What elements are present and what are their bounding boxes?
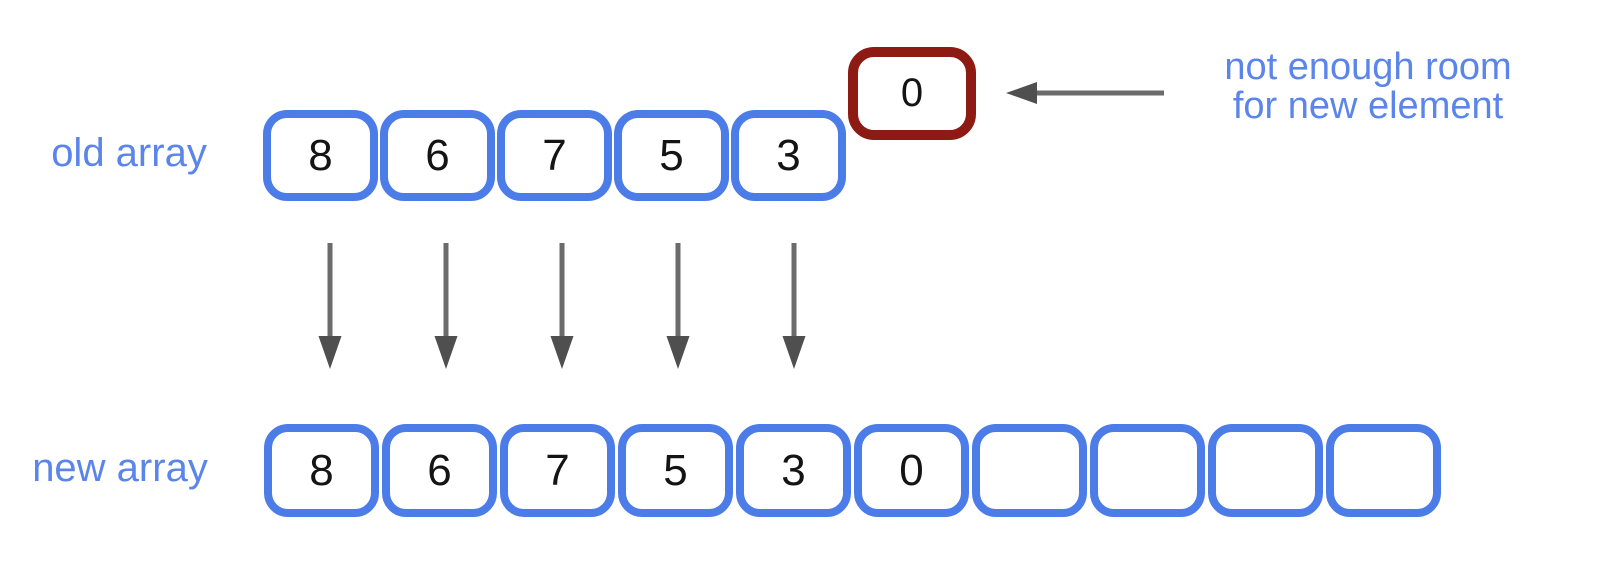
old-array-cell: 6	[380, 110, 495, 201]
annotation-line-1: not enough room	[1224, 46, 1512, 88]
down-arrow-icon	[782, 243, 806, 369]
old-array-cell: 5	[614, 110, 729, 201]
new-array-cell: 7	[500, 424, 615, 517]
left-arrow-icon	[1006, 82, 1164, 104]
annotation-line-2: for new element	[1232, 85, 1504, 127]
new-array-label: new array	[32, 446, 208, 490]
cell-value: 6	[425, 130, 450, 180]
old-array-cell: 7	[497, 110, 612, 201]
new-array-cell: 3	[736, 424, 851, 517]
new-array-cell: 8	[264, 424, 379, 517]
cell-value: 0	[899, 445, 924, 495]
old-array-row: 8 6 7 5 3	[263, 110, 846, 201]
cell-value: 6	[427, 445, 452, 495]
cell-value: 3	[781, 445, 806, 495]
cell-value: 8	[308, 130, 333, 180]
cell-value: 5	[663, 445, 688, 495]
new-array-cell	[1208, 424, 1323, 517]
new-array-cell: 0	[854, 424, 969, 517]
annotation-text: not enough room for new element	[1207, 48, 1529, 126]
cell-value: 3	[776, 130, 801, 180]
down-arrow-icon	[550, 243, 574, 369]
cell-value: 5	[659, 130, 684, 180]
down-arrow-icon	[318, 243, 342, 369]
overflow-cell-value: 0	[900, 71, 924, 115]
new-array-cell: 6	[382, 424, 497, 517]
down-arrow-icon	[434, 243, 458, 369]
cell-value: 7	[545, 445, 570, 495]
new-array-cell: 5	[618, 424, 733, 517]
cell-value: 8	[309, 445, 334, 495]
overflow-cell: 0	[848, 47, 976, 140]
old-array-label: old array	[51, 131, 207, 175]
old-array-cell: 8	[263, 110, 378, 201]
cell-value: 7	[542, 130, 567, 180]
new-array-cell	[972, 424, 1087, 517]
old-array-cell: 3	[731, 110, 846, 201]
new-array-row: 8 6 7 5 3 0	[264, 424, 1441, 517]
new-array-cell	[1326, 424, 1441, 517]
new-array-cell	[1090, 424, 1205, 517]
down-arrow-icon	[666, 243, 690, 369]
copy-arrows	[316, 243, 808, 369]
